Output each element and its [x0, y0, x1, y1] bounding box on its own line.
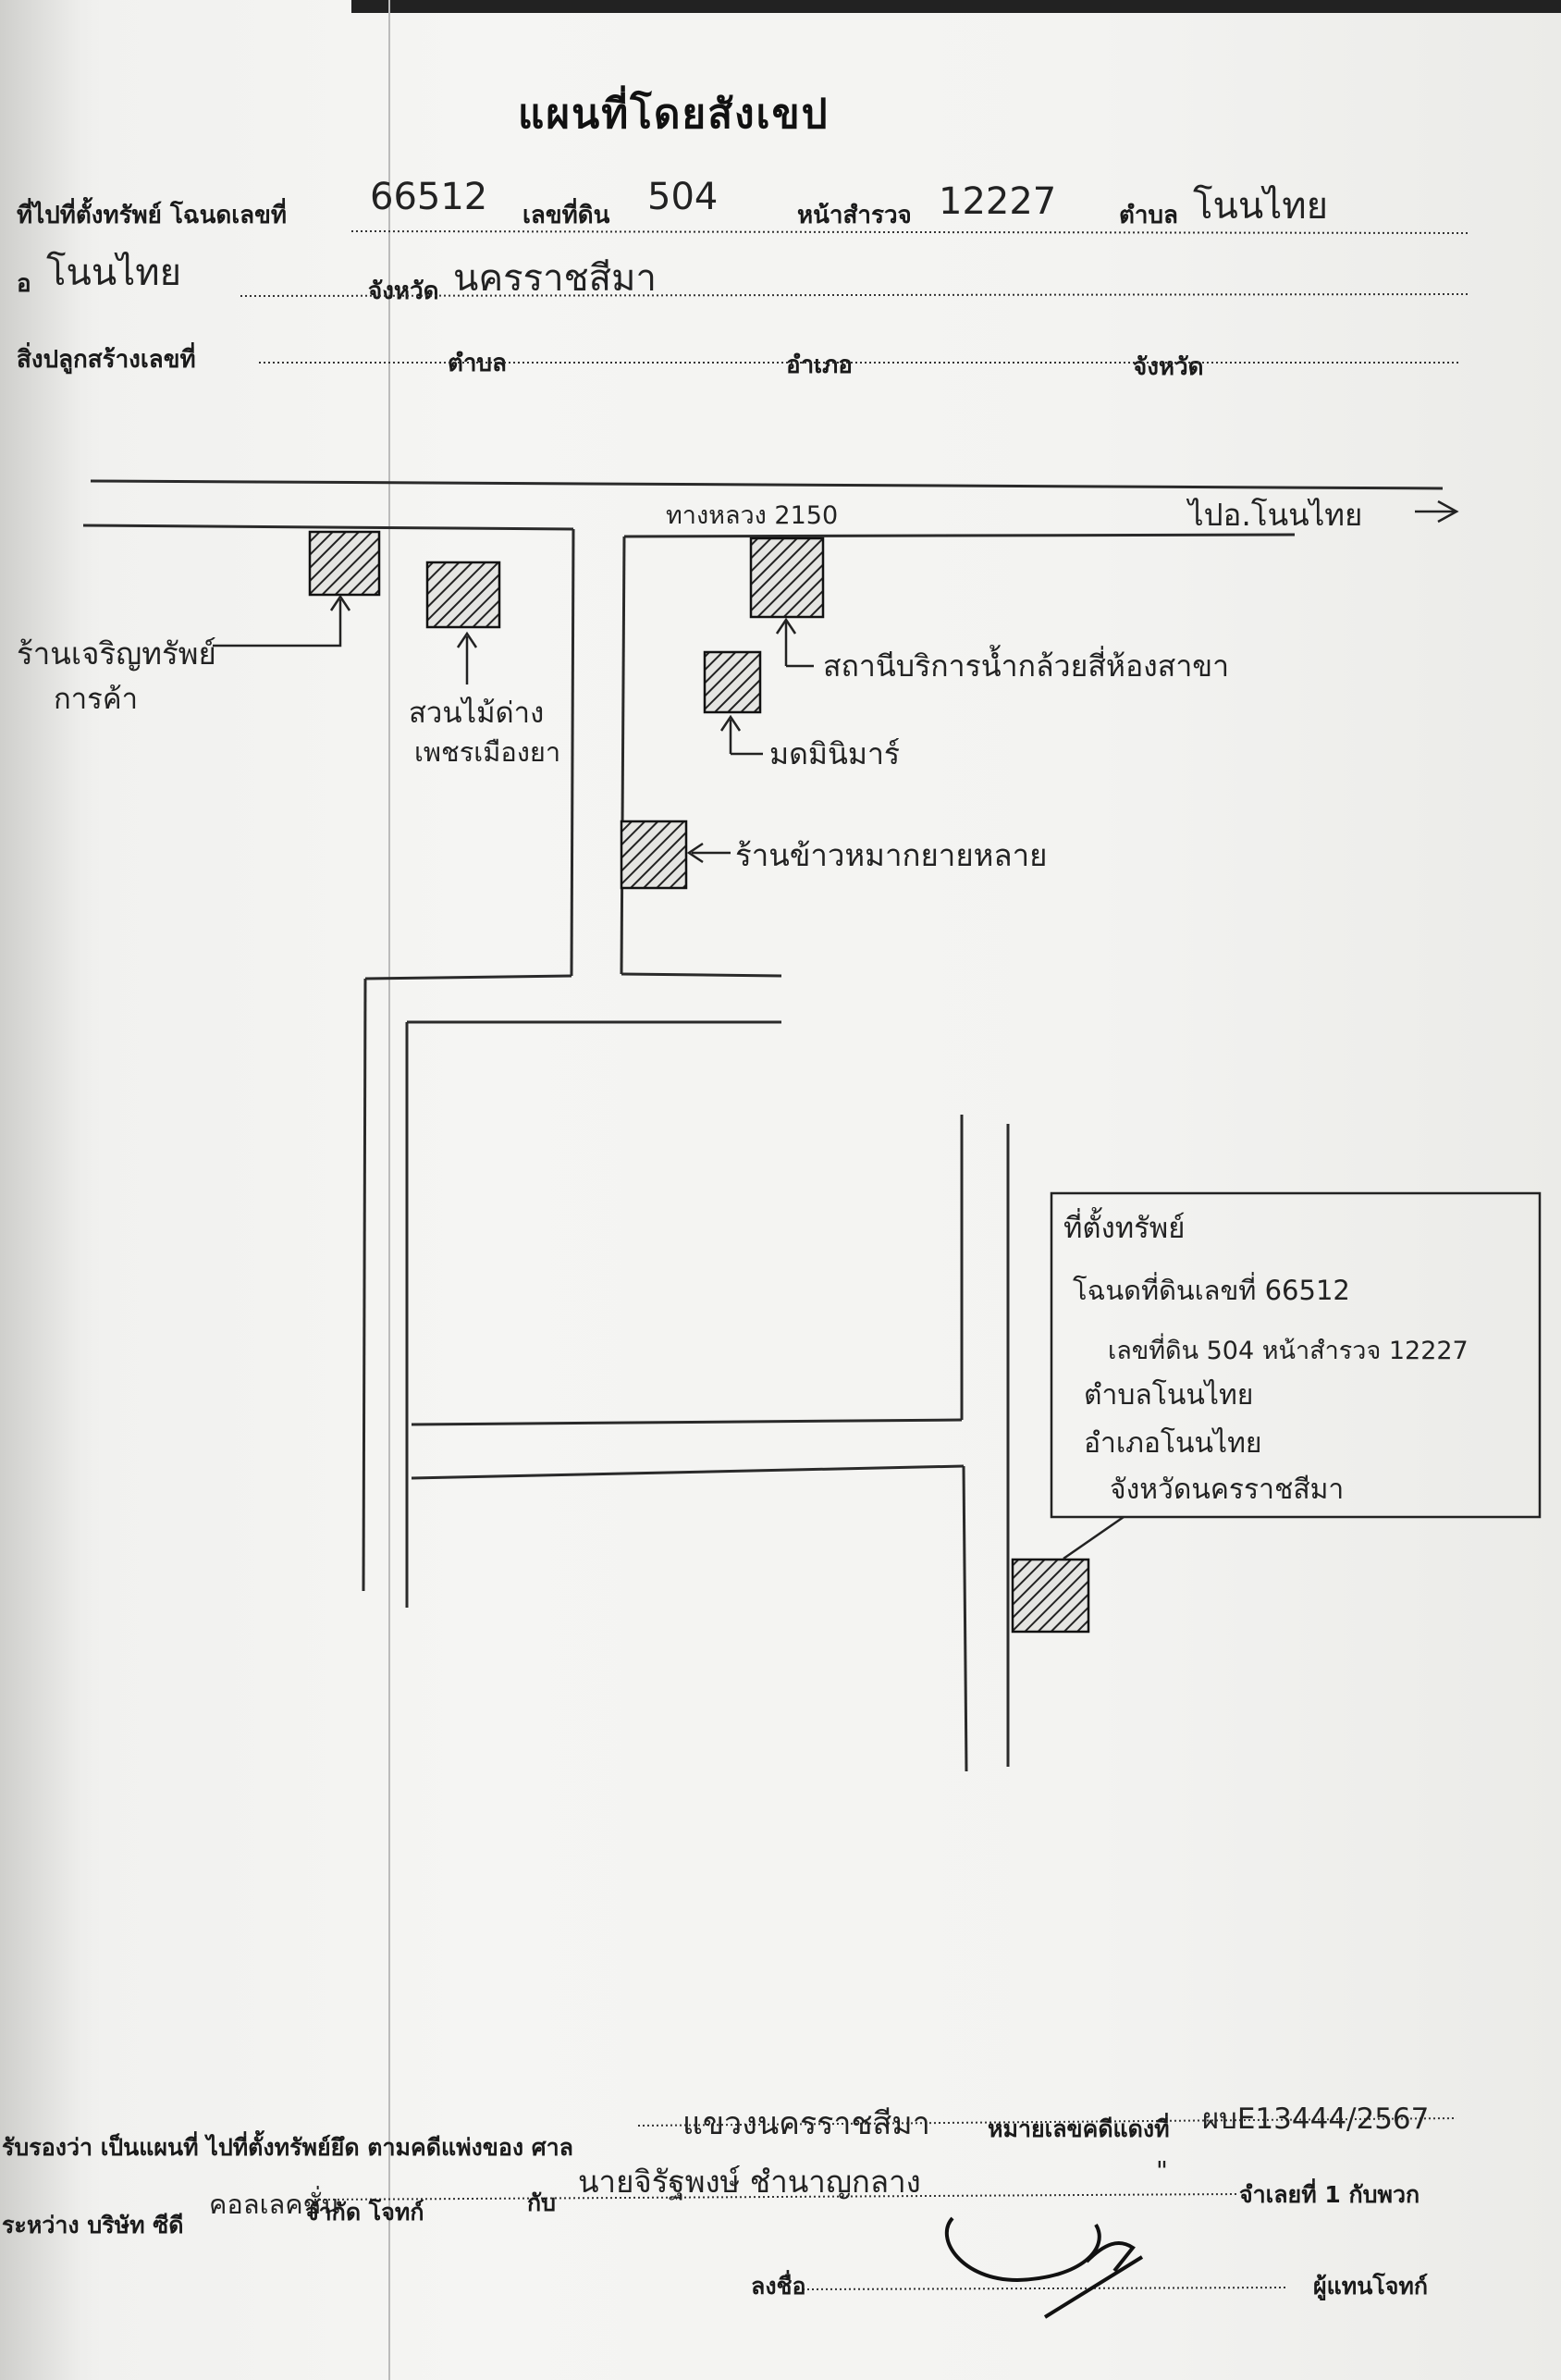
property-line6: จังหวัดนครราชสีมา [1110, 1474, 1345, 1506]
property-line3: เลขที่ดิน 504 หน้าสำรวจ 12227 [1108, 1337, 1469, 1365]
defendant-suffix: จำเลยที่ 1 กับพวก [1239, 2181, 1420, 2208]
court-name: แขวงนครราชสีมา [682, 2105, 930, 2142]
building-khaomak [620, 820, 688, 890]
building-province-label: จังหวัด [1133, 353, 1204, 381]
subdistrict-label: ตำบล [1119, 202, 1178, 229]
certify-label: รับรองว่า เป็นแผนที่ ไปที่ตั้งทรัพย์ยึด … [2, 2134, 574, 2161]
district-label: อ [17, 270, 31, 298]
between-label: ระหว่าง บริษัท ซีดี [2, 2212, 184, 2238]
survey-number: 12227 [939, 180, 1057, 223]
province-value: นครราชสีมา [453, 257, 657, 300]
property-line4: ตำบลโนนไทย [1084, 1379, 1254, 1412]
building-district-label: อำเภอ [786, 351, 853, 379]
defendant-mark: " [1156, 2155, 1168, 2186]
page-fold-line [388, 0, 390, 2380]
survey-label: หน้าสำรวจ [797, 202, 912, 229]
province-label: จังหวัด [368, 277, 439, 305]
building-property [1011, 1558, 1090, 1634]
direction-label: ไปอ.โนนไทย [1188, 497, 1363, 533]
landmark-mod-minimart: มดมินิมาร์ [769, 736, 901, 771]
defendant-name: นายจิรัฐพงษ์ ชำนาญกลาง [578, 2164, 921, 2200]
top-border [351, 0, 1561, 13]
landmark-charoensap-sub: การค้า [54, 683, 138, 716]
building-mod-minimart [703, 650, 762, 714]
property-line2: โฉนดที่ดินเลขที่ 66512 [1073, 1275, 1350, 1306]
landmark-suanmaidang-sub: เพชรเมืองยา [414, 736, 561, 768]
deed-label: ที่ไปที่ตั้งทรัพย์ โฉนดเลขที่ [17, 202, 288, 229]
roads [82, 479, 1444, 1772]
company-suffix: จำกัด โจทก์ [305, 2199, 424, 2226]
pointer-arrows [213, 499, 1459, 864]
subdistrict-value: โนนไทย [1193, 185, 1329, 228]
building-gas-station [749, 536, 825, 619]
property-line5: อำเภอโนนไทย [1084, 1427, 1262, 1460]
land-no-label: เลขที่ดิน [522, 202, 610, 229]
building-charoensap [308, 530, 381, 597]
landmark-gas-station: สถานีบริการน้ำกล้วยสี่ห้องสาขา [823, 648, 1230, 684]
landmark-suanmaidang: สวนไม้ด่าง [409, 697, 545, 730]
page-shadow [0, 0, 102, 2380]
property-line1: ที่ตั้งทรัพย์ [1063, 1212, 1186, 1245]
land-number: 504 [647, 176, 719, 218]
deed-number: 66512 [370, 176, 488, 218]
header-dotted-lines [240, 230, 1471, 364]
landmark-khaomak: ร้านข้าวหมากยายหลาย [735, 837, 1048, 873]
signature [945, 2216, 1144, 2319]
document-title: แผนที่โดยสังเขป [518, 91, 830, 138]
signer-label: ผู้แทนโจทก์ [1313, 2273, 1429, 2300]
highway-label: ทางหลวง 2150 [666, 501, 839, 530]
case-label: หมายเลขคดีแดงที่ [988, 2115, 1170, 2142]
footer-dotted-lines [313, 2117, 1457, 2290]
with-label: กับ [527, 2189, 557, 2216]
property-callout [1050, 1191, 1542, 1560]
landmark-charoensap: ร้านเจริญทรัพย์ [17, 635, 216, 672]
sign-label: ลงชื่อ [751, 2273, 806, 2300]
case-number: ผบE13444/2567 [1202, 2103, 1430, 2136]
district-value: โนนไทย [46, 252, 182, 294]
company-name: คอลเลคชั่น [209, 2189, 340, 2220]
building-suanmaidang [425, 561, 501, 629]
buildings [308, 530, 1090, 1634]
building-label: สิ่งปลูกสร้างเลขที่ [17, 346, 196, 374]
